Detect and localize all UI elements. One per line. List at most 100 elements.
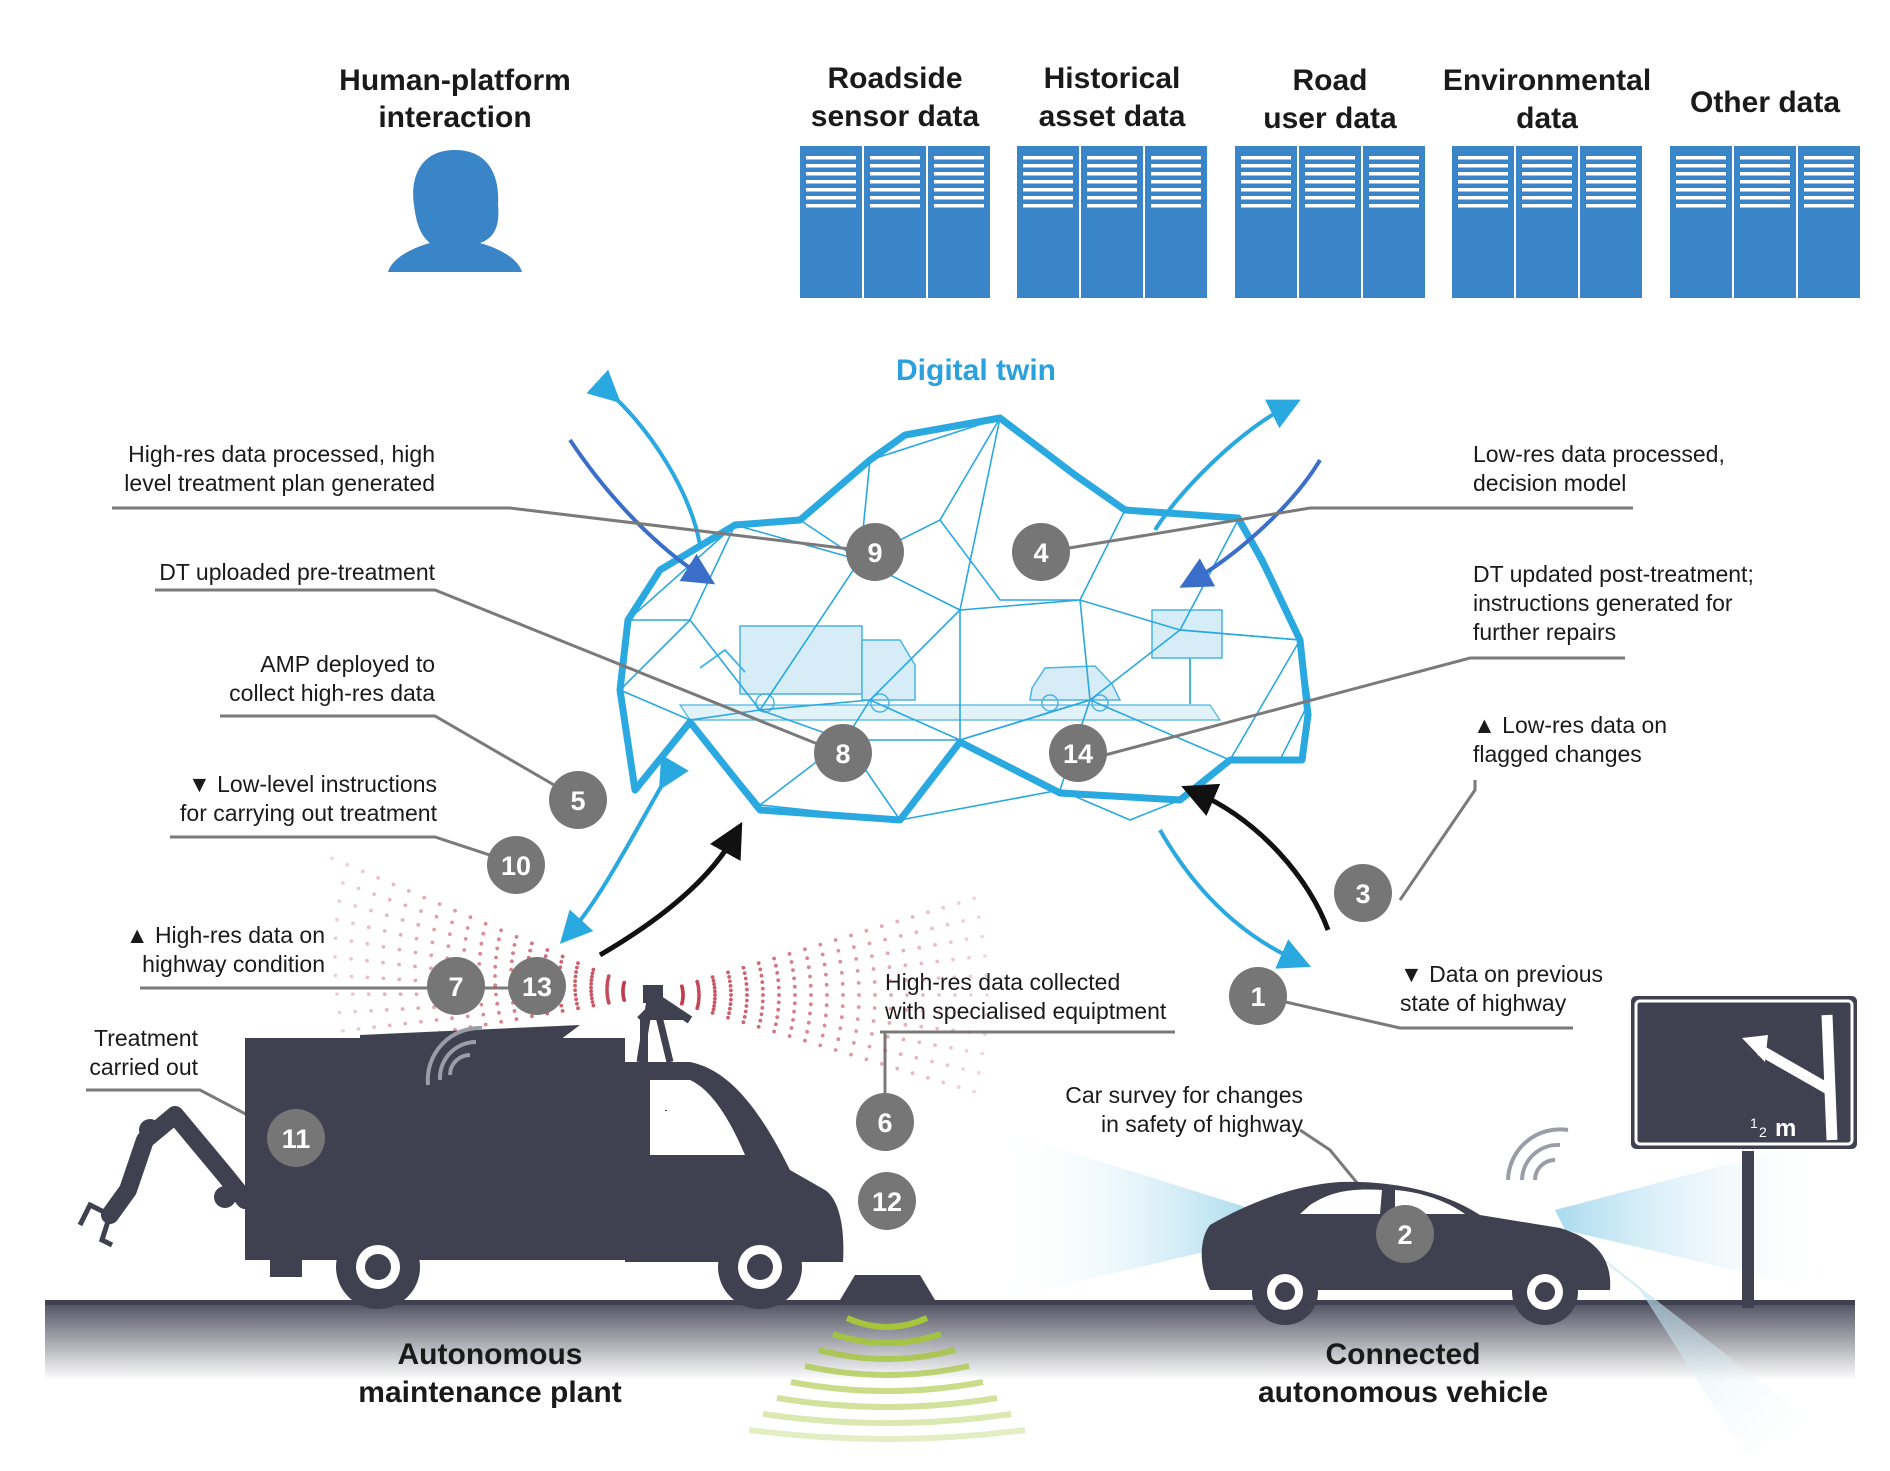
server-slot xyxy=(1369,188,1419,192)
server-slot xyxy=(1023,188,1073,192)
scan-dot xyxy=(712,985,717,990)
scan-dot xyxy=(833,1048,838,1052)
scan-dot xyxy=(933,943,937,947)
scan-dot xyxy=(728,979,732,984)
scan-dot xyxy=(414,992,419,997)
scan-dot xyxy=(887,965,892,969)
scan-dot xyxy=(952,975,957,980)
scan-dot xyxy=(879,924,884,928)
server-slot xyxy=(1522,172,1572,176)
scan-dot xyxy=(713,996,717,1001)
scan-dot xyxy=(972,896,976,901)
scan-dot xyxy=(895,1066,900,1071)
source-label-line1: Road xyxy=(1293,64,1368,97)
scan-dot xyxy=(499,928,503,933)
scan-dot xyxy=(697,995,701,1000)
server-slot xyxy=(1458,188,1508,192)
server-slot xyxy=(934,188,984,192)
scan-dot xyxy=(745,998,749,1003)
server-slot xyxy=(1458,156,1508,160)
scan-dot xyxy=(903,963,908,968)
scan-dot xyxy=(560,1009,565,1013)
source-environmental: Environmental data xyxy=(1443,64,1651,298)
server-slot xyxy=(1804,196,1854,200)
scan-dot xyxy=(818,942,823,947)
step-badge-2: 2 xyxy=(1376,1205,1434,1263)
scan-dot xyxy=(805,956,809,961)
scan-dot xyxy=(921,993,925,997)
scan-dot xyxy=(741,965,746,970)
badge-number: 7 xyxy=(448,972,463,1002)
scan-dot xyxy=(493,974,497,978)
scan-dot xyxy=(514,935,519,939)
scan-dot xyxy=(774,1022,778,1027)
scan-dot xyxy=(852,1041,856,1045)
server-slot xyxy=(1676,156,1726,160)
scan-dot xyxy=(930,926,934,931)
radar-ring xyxy=(804,1363,970,1378)
scan-dot xyxy=(495,946,500,951)
scan-dot xyxy=(776,1000,781,1005)
scan-dot xyxy=(864,928,869,933)
scan-dot xyxy=(727,975,731,979)
data-sources: Roadside sensor data Historical asset da… xyxy=(800,62,1860,298)
badge-number: 1 xyxy=(1250,982,1265,1012)
scan-dot xyxy=(510,959,514,964)
scan-dot xyxy=(728,984,733,988)
scan-dot xyxy=(573,974,578,979)
scan-dot xyxy=(825,993,829,997)
scan-dot xyxy=(759,1012,764,1017)
scan-dot xyxy=(589,985,593,990)
server-slot xyxy=(1305,188,1355,192)
scan-dot xyxy=(381,944,386,949)
scan-dot xyxy=(591,1003,596,1008)
scan-dot xyxy=(777,993,781,997)
scan-dot xyxy=(967,1030,971,1035)
scan-dot xyxy=(574,970,578,974)
scan-dot xyxy=(397,977,402,982)
scan-dot xyxy=(349,956,353,961)
scan-dot xyxy=(419,1019,423,1024)
source-label-line1: Roadside xyxy=(827,62,962,95)
scan-dot xyxy=(559,960,564,964)
scan-dot xyxy=(337,899,342,904)
scan-dot xyxy=(760,986,765,991)
radar-ring xyxy=(832,1331,942,1346)
server-rack-icon xyxy=(800,146,990,298)
scan-dot xyxy=(481,931,486,936)
scan-dot xyxy=(493,964,498,969)
scan-dot xyxy=(710,1011,715,1015)
scan-dot xyxy=(605,982,610,986)
badge-number: 8 xyxy=(835,739,850,769)
scan-dot xyxy=(941,1080,946,1085)
server-slot xyxy=(934,164,984,168)
step-badge-10: 10 xyxy=(487,836,545,894)
server-slot xyxy=(1740,180,1790,184)
scan-dot xyxy=(822,1023,827,1028)
scan-dot xyxy=(808,974,812,979)
scan-dot xyxy=(353,1009,358,1014)
scan-dot xyxy=(372,1025,376,1030)
scan-dot xyxy=(711,1007,716,1012)
scan-dot xyxy=(871,1019,876,1023)
scan-dot xyxy=(951,1028,955,1033)
scan-dot xyxy=(330,856,334,861)
source-road-user: Road user data xyxy=(1235,64,1425,298)
server-slot xyxy=(1151,180,1201,184)
scan-dot xyxy=(400,1007,405,1011)
server-slot xyxy=(1804,156,1854,160)
scan-dot xyxy=(483,1022,488,1027)
scan-dot xyxy=(509,967,514,972)
scan-dot xyxy=(366,992,371,997)
scan-dot xyxy=(803,947,807,952)
scan-dot xyxy=(453,908,457,913)
scan-dot xyxy=(728,1002,733,1006)
annotation-5: AMP deployed to collect high-res data xyxy=(229,651,435,706)
annotation-line: ▼ Data on previous xyxy=(1400,961,1603,987)
server-slot xyxy=(1522,188,1572,192)
annotation-11: Treatment carried out xyxy=(89,1025,198,1080)
server-slot xyxy=(1676,196,1726,200)
server-slot xyxy=(1241,196,1291,200)
scan-dot xyxy=(605,984,609,989)
scan-dot xyxy=(713,993,717,997)
